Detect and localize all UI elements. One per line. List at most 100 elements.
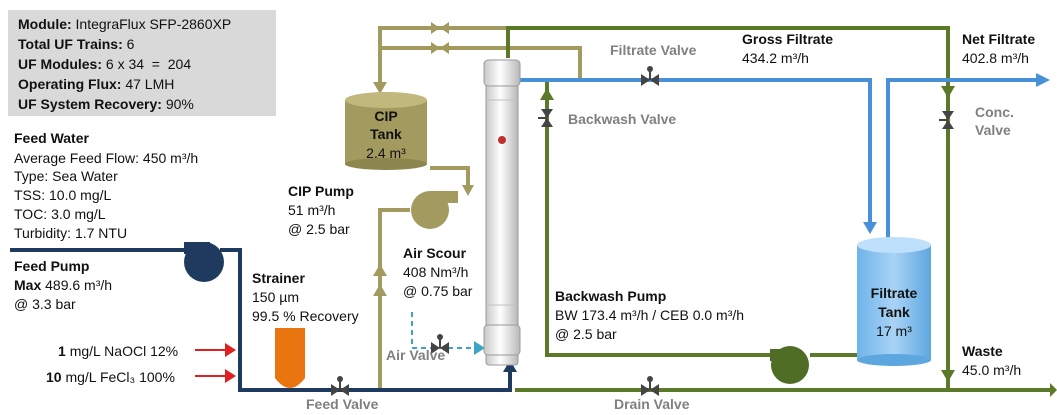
air-line xyxy=(411,312,476,349)
modules-value: 6 x 34 = 204 xyxy=(105,56,192,72)
cip-up-arrow-1 xyxy=(373,264,387,276)
feed-pump-title: Feed Pump xyxy=(14,258,90,274)
backwash-pump-title: Backwash Pump xyxy=(555,288,667,304)
drain-valve-label: Drain Valve xyxy=(614,396,690,412)
cip-lines xyxy=(378,26,582,390)
feed-pump-pressure: @ 3.3 bar xyxy=(14,296,76,312)
toc-line: TOC: 3.0 mg/L xyxy=(14,206,106,222)
feed-type-value: Sea Water xyxy=(52,168,118,184)
toc-value: 3.0 mg/L xyxy=(51,206,106,222)
conc-down-arrow xyxy=(941,86,955,98)
air-scour-flow: 408 Nm³/h xyxy=(403,264,469,280)
feed-pump-max-value: 489.6 m³/h xyxy=(45,277,113,293)
cip-arrow-head xyxy=(373,82,387,94)
waste-lines xyxy=(506,26,1050,392)
cip-pump-shape xyxy=(411,191,458,229)
waste-flow: 45.0 m³/h xyxy=(962,362,1022,378)
chem-arrow-fecl3 xyxy=(195,369,236,383)
tss-label: TSS: xyxy=(14,187,46,203)
waste-arrow-head xyxy=(1050,383,1057,397)
module-label: Module: xyxy=(18,16,72,32)
chem-fecl3-amount: 10 xyxy=(46,369,62,385)
filtrate-valve-label: Filtrate Valve xyxy=(610,42,697,58)
feed-pump-shape xyxy=(184,242,224,282)
feed-flow-value: 450 m³/h xyxy=(142,150,199,166)
toc-label: TOC: xyxy=(14,206,48,222)
feed-valve-label: Feed Valve xyxy=(306,396,379,412)
filtrate-down-arrow xyxy=(863,222,877,234)
feed-up-arrow xyxy=(503,360,517,372)
waste-title: Waste xyxy=(962,343,1003,359)
turbidity-line: Turbidity: 1.7 NTU xyxy=(14,225,127,241)
feed-type-label: Type: xyxy=(14,168,49,184)
valve-conc xyxy=(939,111,954,129)
chem-naocl-label: 1 mg/L NaOCl 12% xyxy=(58,343,178,359)
chem-naocl-amount: 1 xyxy=(58,343,66,359)
module-line: Module: IntegraFlux SFP-2860XP xyxy=(18,16,231,32)
gross-filtrate-flow: 434.2 m³/h xyxy=(742,50,809,66)
cip-pump-arrow xyxy=(462,185,474,196)
gross-filtrate-title: Gross Filtrate xyxy=(742,31,834,47)
air-arrow-head xyxy=(474,341,485,355)
chem-arrow-naocl xyxy=(195,343,236,357)
feed-type-line: Type: Sea Water xyxy=(14,168,118,184)
trains-value: 6 xyxy=(126,36,135,52)
modules-line: UF Modules: 6 x 34 = 204 xyxy=(18,56,191,72)
strainer-recovery: 99.5 % Recovery xyxy=(252,308,359,324)
filtrate-lines xyxy=(520,78,1040,240)
net-filtrate-title: Net Filtrate xyxy=(962,31,1036,47)
flux-label: Operating Flux: xyxy=(18,76,122,92)
backwash-pump-flow: BW 173.4 m³/h / CEB 0.0 m³/h xyxy=(555,307,745,323)
chem-fecl3-label: 10 mg/L FeCl₃ 100% xyxy=(46,369,175,385)
filtrate-tank-title-1: Filtrate xyxy=(870,285,918,301)
tss-value: 10.0 mg/L xyxy=(49,187,112,203)
strainer-size: 150 µm xyxy=(252,289,299,305)
turbidity-value: 1.7 NTU xyxy=(74,225,128,241)
conc-valve-label-1: Conc. xyxy=(975,104,1014,120)
cip-tank-volume: 2.4 m³ xyxy=(366,145,406,161)
cip-pump-pressure: @ 2.5 bar xyxy=(288,221,350,237)
valve-feed xyxy=(331,376,349,396)
conc-valve-label-2: Valve xyxy=(975,122,1011,138)
flux-line: Operating Flux: 47 LMH xyxy=(18,76,174,92)
waste-down-arrow xyxy=(941,370,955,382)
cip-pump-flow: 51 m³/h xyxy=(288,202,336,218)
valve-cip-top xyxy=(431,22,449,34)
turbidity-label: Turbidity: xyxy=(14,225,72,241)
filtrate-tank-volume: 17 m³ xyxy=(876,323,912,339)
feed-line xyxy=(10,248,512,392)
chem-fecl3-text: mg/L FeCl₃ 100% xyxy=(65,369,175,385)
flux-value: 47 LMH xyxy=(125,76,175,92)
net-filtrate-flow: 402.8 m³/h xyxy=(962,50,1029,66)
backwash-valve-label: Backwash Valve xyxy=(568,111,677,127)
strainer-title: Strainer xyxy=(252,270,305,286)
valve-air xyxy=(431,334,449,354)
feed-water-title: Feed Water xyxy=(14,130,89,146)
filtrate-tank-title-2: Tank xyxy=(878,304,910,320)
module-value: IntegraFlux SFP-2860XP xyxy=(75,16,232,32)
backwash-pump-pressure: @ 2.5 bar xyxy=(555,326,617,342)
feed-pump-max-label: Max xyxy=(14,277,42,293)
air-valve-label: Air Valve xyxy=(386,347,446,363)
modules-label: UF Modules: xyxy=(18,56,102,72)
trains-line: Total UF Trains: 6 xyxy=(18,36,134,52)
cip-tank-title-1: CIP xyxy=(374,108,398,124)
tss-line: TSS: 10.0 mg/L xyxy=(14,187,111,203)
uf-module-shape xyxy=(483,59,521,366)
cip-tank-shape xyxy=(345,92,427,170)
feed-flow-label: Average Feed Flow: xyxy=(14,150,140,166)
strainer-shape xyxy=(275,328,305,388)
backwash-pump-shape xyxy=(770,346,809,384)
valve-drain xyxy=(641,376,659,396)
filtrate-tank-shape xyxy=(857,237,931,366)
air-scour-title: Air Scour xyxy=(403,245,467,261)
chem-naocl-text: mg/L NaOCl 12% xyxy=(69,343,179,359)
recovery-value: 90% xyxy=(165,96,194,112)
recovery-line: UF System Recovery: 90% xyxy=(18,96,194,112)
air-scour-pressure: @ 0.75 bar xyxy=(403,283,473,299)
net-filtrate-arrow xyxy=(1036,73,1050,87)
feed-flow-line: Average Feed Flow: 450 m³/h xyxy=(14,150,198,166)
cip-pump-title: CIP Pump xyxy=(288,183,354,199)
